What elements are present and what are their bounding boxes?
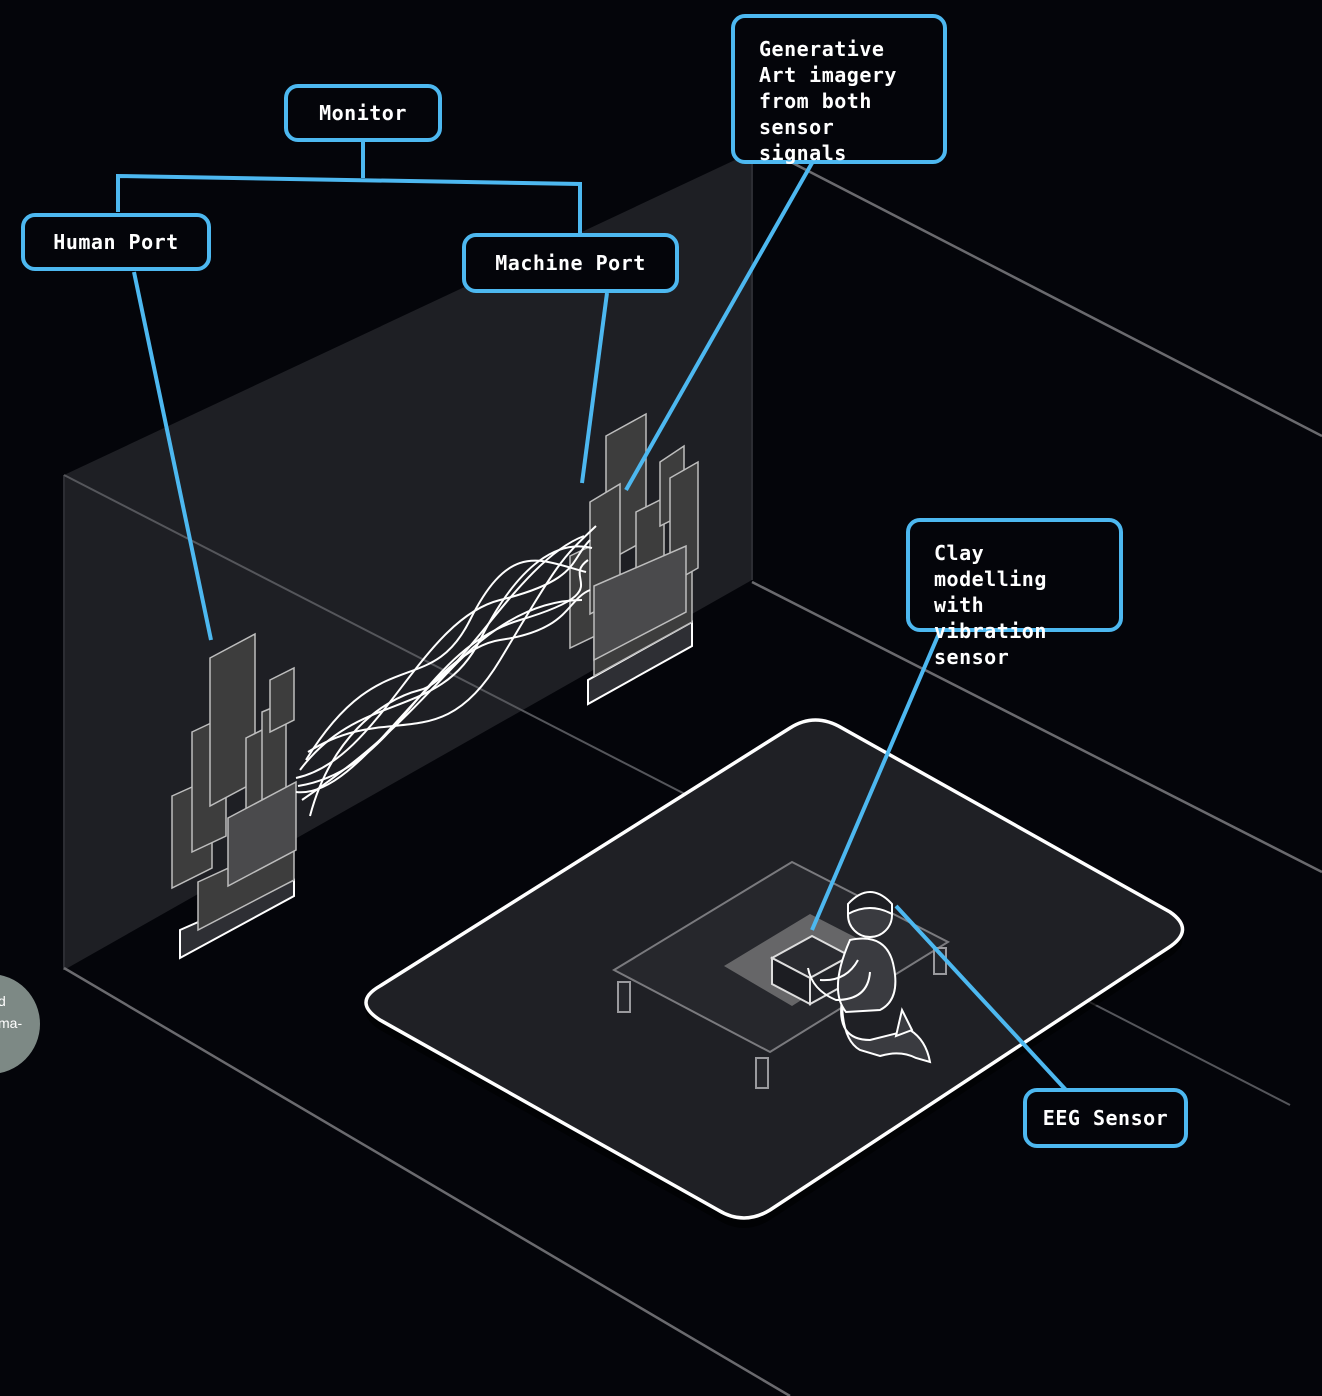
- table-legs: [617, 947, 947, 1089]
- monitor-label: Monitor: [284, 84, 442, 142]
- signal-curves: [295, 525, 597, 817]
- ceiling-line: [751, 140, 1322, 438]
- monitor-bracket: [116, 142, 582, 234]
- eeg-connector: [894, 904, 1068, 1092]
- human-port-label: Human Port: [21, 213, 211, 271]
- generative-art-connector: [624, 162, 814, 491]
- machine-port-label: Machine Port: [462, 233, 679, 293]
- eeg-sensor-label: EEG Sensor: [1023, 1088, 1188, 1148]
- clay-connector: [810, 630, 942, 931]
- human-port-panels: [171, 632, 297, 960]
- clay-modelling-label: Clay modelling with vibration sensor: [906, 518, 1123, 669]
- person-figure: [807, 891, 932, 1064]
- machine-port-connector: [580, 292, 609, 484]
- human-port-connector: [132, 271, 213, 641]
- connector-lines: [116, 142, 1068, 1092]
- floor-line-near: [63, 966, 791, 1396]
- generative-art-label: Generative Art imagery from both sensor …: [731, 14, 947, 165]
- floor-line-far: [751, 580, 1322, 874]
- machine-port-panels: [569, 412, 699, 706]
